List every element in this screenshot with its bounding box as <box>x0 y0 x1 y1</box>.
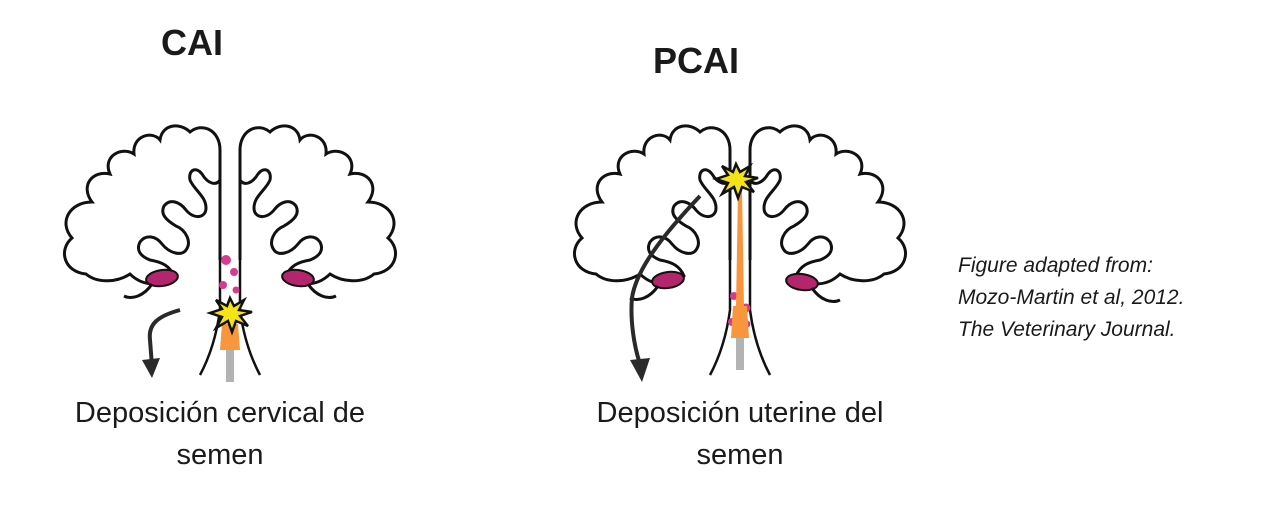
figure-credit: Figure adapted from: Mozo-Martin et al, … <box>958 250 1278 346</box>
pcai-deposition-star <box>712 160 759 202</box>
cai-caption-line-1: Deposición cervical de <box>74 397 366 429</box>
pcai-right-ovary <box>785 272 819 292</box>
cai-catheter-tip <box>220 324 240 350</box>
cai-caption-line-2: semen <box>176 439 264 471</box>
pcai-caption-line-1: Deposición uterine del <box>596 397 884 429</box>
cai-right-ovary <box>281 268 315 288</box>
pcai-caption: Deposición uterine del semen <box>545 392 935 476</box>
cai-reproductive-tract-diagram <box>62 124 398 382</box>
pcai-reproductive-tract-diagram <box>572 124 908 382</box>
cai-right-uterine-horn <box>238 124 398 286</box>
pcai-right-oviduct <box>810 287 841 303</box>
cai-left-uterine-horn <box>62 124 222 286</box>
cai-semen-spots <box>219 255 240 294</box>
credit-line-1: Figure adapted from: <box>958 254 1153 277</box>
pcai-caption-line-2: semen <box>696 439 784 471</box>
cai-deposition-star <box>206 294 253 336</box>
pcai-title: PCAI <box>652 40 739 81</box>
cai-deposition-arrow <box>147 308 181 367</box>
pcai-cervix <box>708 190 772 376</box>
cai-left-ovary <box>145 268 179 288</box>
cai-panel: CAI Deposición cervical de semen <box>40 0 420 527</box>
cai-right-oviduct <box>306 283 337 299</box>
pcai-right-uterine-horn <box>748 124 908 286</box>
cai-catheter <box>226 348 234 382</box>
pcai-catheter <box>736 336 744 370</box>
cai-left-oviduct <box>123 283 154 299</box>
pcai-catheter-tip <box>731 306 749 338</box>
pcai-left-ovary <box>651 270 685 290</box>
pcai-left-uterine-horn <box>572 124 732 286</box>
credit-line-2: Mozo-Martin et al, 2012. <box>958 286 1185 309</box>
pcai-deposition-arrow <box>629 194 702 365</box>
cai-caption: Deposición cervical de semen <box>30 392 410 476</box>
cai-deposition-arrowhead <box>142 358 160 378</box>
pcai-panel: PCAI Deposición uterine del semen <box>550 0 930 527</box>
cai-title: CAI <box>161 22 223 63</box>
credit-line-3: The Veterinary Journal. <box>958 318 1176 341</box>
pcai-deposition-arrowhead <box>630 358 650 382</box>
pcai-catheter-inner <box>736 190 744 308</box>
